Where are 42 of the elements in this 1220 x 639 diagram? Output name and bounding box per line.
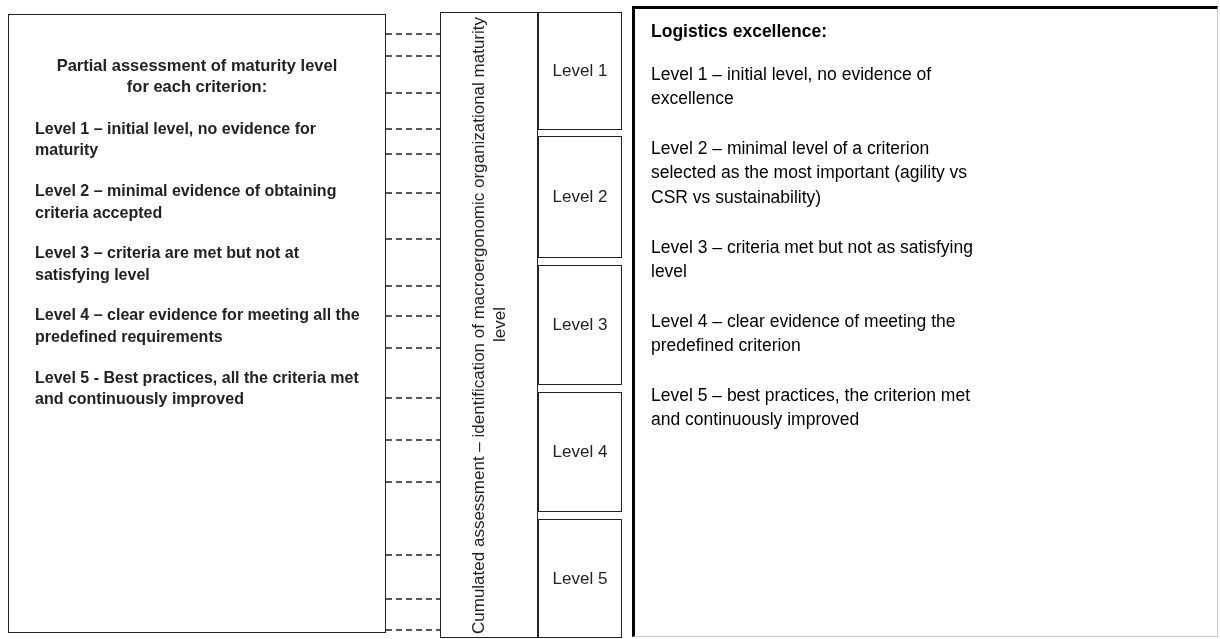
dashed-connector xyxy=(385,55,441,57)
dashed-connector xyxy=(385,128,441,130)
level-description: Level 1 – initial level, no evidence of excellence xyxy=(651,63,933,111)
dashed-connector xyxy=(385,397,441,399)
panel-heading: Logistics excellence: xyxy=(651,21,829,42)
level-description: Level 1 – initial level, no evidence for maturity xyxy=(34,118,317,161)
dashed-connector xyxy=(385,192,441,194)
level-box xyxy=(538,265,622,385)
panel-heading: Partial assessment of maturity level for each criterion: xyxy=(55,55,339,98)
dashed-connector xyxy=(385,33,441,35)
vertical-label: Cumulated assessment – identification of macroergonomic organizational maturity level xyxy=(467,15,510,636)
level-description: Level 3 – criteria are met but not at satisfying level xyxy=(34,243,301,285)
level-description: Level 4 – clear evidence for meeting all the predefined requirements xyxy=(34,305,361,348)
level-label: Level 2 xyxy=(552,187,608,207)
dashed-connector xyxy=(385,238,441,240)
level-description: Level 2 – minimal evidence of obtaining criteria accepted xyxy=(34,181,338,223)
dashed-connector xyxy=(385,629,441,631)
level-label: Level 5 xyxy=(552,568,608,589)
level-box xyxy=(538,136,622,258)
level-description: Level 3 – criteria met but not as satisfying level xyxy=(651,235,974,283)
dashed-connector xyxy=(385,554,441,556)
dashed-connector xyxy=(385,439,441,441)
dashed-connector xyxy=(385,92,441,94)
dashed-connector xyxy=(385,285,441,287)
dashed-connector xyxy=(385,347,441,349)
level-box xyxy=(538,519,622,638)
level-description: Level 4 – clear evidence of meeting the predefined criterion xyxy=(651,310,957,358)
dashed-connector xyxy=(385,598,441,600)
level-description: Level 2 – minimal level of a criterion selected as the most important (agility vs CSR vs sustainability) xyxy=(651,137,969,209)
assessment-column xyxy=(440,12,538,638)
level-box xyxy=(538,392,622,512)
level-label: Level 3 xyxy=(552,315,608,335)
dashed-connector xyxy=(385,153,441,155)
dashed-connector xyxy=(385,481,441,483)
dashed-connector xyxy=(385,315,441,317)
excellence-panel xyxy=(632,6,1218,637)
level-label: Level 1 xyxy=(552,61,608,81)
criteria-panel xyxy=(8,14,386,633)
level-description: Level 5 - Best practices, all the criteria met and continuously improved xyxy=(34,367,360,410)
level-label: Level 4 xyxy=(552,442,608,462)
level-box xyxy=(538,12,622,130)
level-description: Level 5 – best practices, the criterion met and continuously improved xyxy=(651,384,972,432)
